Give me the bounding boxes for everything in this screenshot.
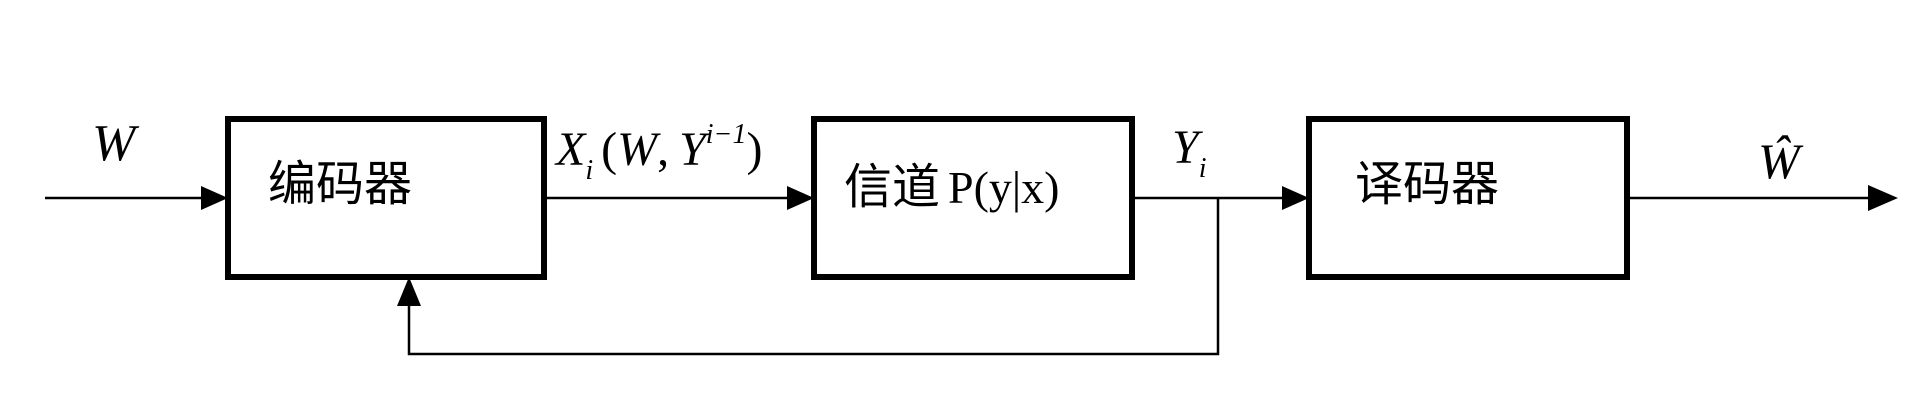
decoder-label: 译码器 xyxy=(1355,156,1499,212)
channel-output-signal: Yi xyxy=(1172,121,1206,184)
input-arrowhead xyxy=(201,186,228,210)
channel-label-expr: P(y|x) xyxy=(948,162,1059,213)
channel-output-sub: i xyxy=(1199,153,1207,184)
output-arrowhead xyxy=(1868,185,1898,211)
feedback-wire xyxy=(407,198,1220,356)
encoder-output-arg2: Y xyxy=(679,123,710,176)
encoder-output-sup: i−1 xyxy=(706,119,747,150)
output-label: Ŵ xyxy=(1758,133,1804,189)
channel-to-decoder-arrowhead xyxy=(1282,186,1309,210)
encoder-output-var: X xyxy=(554,123,587,176)
encoder-output-close-paren: ) xyxy=(746,123,762,176)
encoder-output-comma: , xyxy=(657,123,669,176)
encoder-output-open-paren: ( xyxy=(601,123,617,176)
decoder-block xyxy=(1306,116,1630,280)
feedback-arrowhead xyxy=(397,277,421,306)
channel-label-cjk: 信道 xyxy=(844,159,940,215)
encoder-output-sub: i xyxy=(585,155,593,186)
encoder-output-signal: Xi (W,Yi−1) xyxy=(554,119,762,186)
encoder-label: 编码器 xyxy=(268,156,412,212)
encoder-to-channel-arrowhead xyxy=(787,186,814,210)
channel-output-var: Y xyxy=(1172,121,1203,174)
input-label: W xyxy=(92,115,140,172)
encoder-output-arg1: W xyxy=(617,123,661,176)
